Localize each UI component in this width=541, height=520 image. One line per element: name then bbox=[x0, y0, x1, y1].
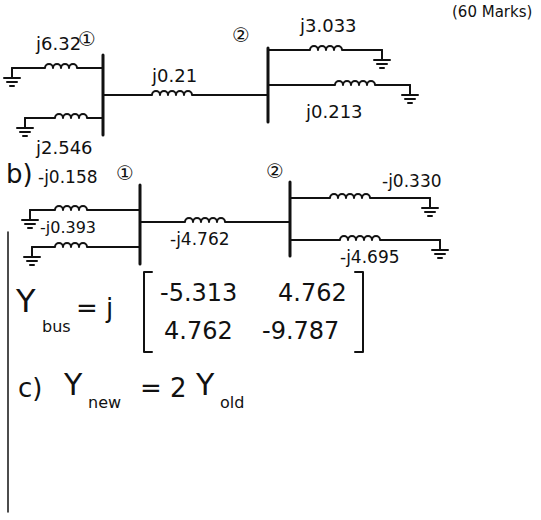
marks-note: (60 Marks) bbox=[452, 4, 532, 21]
inductor-branch bbox=[25, 114, 103, 118]
inductor-branch bbox=[268, 81, 410, 85]
matrix-cell: 4.762 bbox=[278, 280, 347, 306]
ground-symbol bbox=[22, 210, 38, 228]
inductor-branch bbox=[290, 194, 430, 198]
admittance-value: -j4.695 bbox=[340, 248, 400, 267]
bus-bar bbox=[139, 185, 142, 264]
bus-number: ② bbox=[232, 24, 250, 46]
matrix-symbol: Y bbox=[16, 284, 36, 319]
admittance-value: -j0.158 bbox=[38, 168, 98, 187]
bus-bar bbox=[289, 182, 292, 256]
impedance-value: j2.546 bbox=[36, 138, 93, 158]
impedance-value: j0.213 bbox=[306, 102, 363, 122]
ground-symbol bbox=[4, 68, 20, 86]
inductor-branch bbox=[103, 91, 268, 95]
matrix-cell: -5.313 bbox=[160, 280, 237, 306]
part-label: b) bbox=[6, 160, 33, 189]
impedance-value: j3.033 bbox=[300, 16, 357, 36]
matrix-factor: = j bbox=[76, 294, 113, 323]
ground-symbol bbox=[374, 50, 390, 68]
admittance-value: -j0.393 bbox=[40, 219, 96, 237]
impedance-value: j0.21 bbox=[152, 66, 197, 86]
matrix-cell: -9.787 bbox=[262, 318, 339, 344]
bus-number: ① bbox=[116, 162, 134, 184]
inductor-branch bbox=[140, 218, 290, 222]
ground-symbol bbox=[432, 240, 448, 258]
equation-text: = 2 bbox=[140, 374, 187, 403]
inductor-branch bbox=[290, 236, 440, 240]
matrix-bracket bbox=[355, 272, 363, 352]
ground-symbol bbox=[17, 118, 33, 136]
admittance-value: -j0.330 bbox=[382, 172, 442, 191]
inductor-branch bbox=[268, 46, 382, 50]
matrix-subscript: old bbox=[220, 394, 244, 412]
impedance-value: j6.32 bbox=[36, 34, 81, 54]
margin-line bbox=[7, 232, 9, 512]
ground-symbol bbox=[422, 198, 438, 216]
matrix-symbol: Y bbox=[196, 368, 214, 401]
inductor-branch bbox=[12, 64, 103, 68]
matrix-subscript: new bbox=[88, 394, 121, 412]
inductor-branch bbox=[30, 206, 140, 210]
matrix-symbol: Y bbox=[64, 368, 82, 401]
matrix-bracket bbox=[144, 272, 152, 352]
part-label: c) bbox=[18, 374, 42, 403]
bus-number: ② bbox=[266, 160, 284, 182]
admittance-value: -j4.762 bbox=[170, 230, 230, 249]
matrix-subscript: bus bbox=[42, 318, 71, 336]
inductor-branch bbox=[32, 243, 140, 247]
matrix-cell: 4.762 bbox=[164, 318, 233, 344]
ground-symbol bbox=[402, 85, 418, 103]
ground-symbol bbox=[24, 247, 40, 265]
